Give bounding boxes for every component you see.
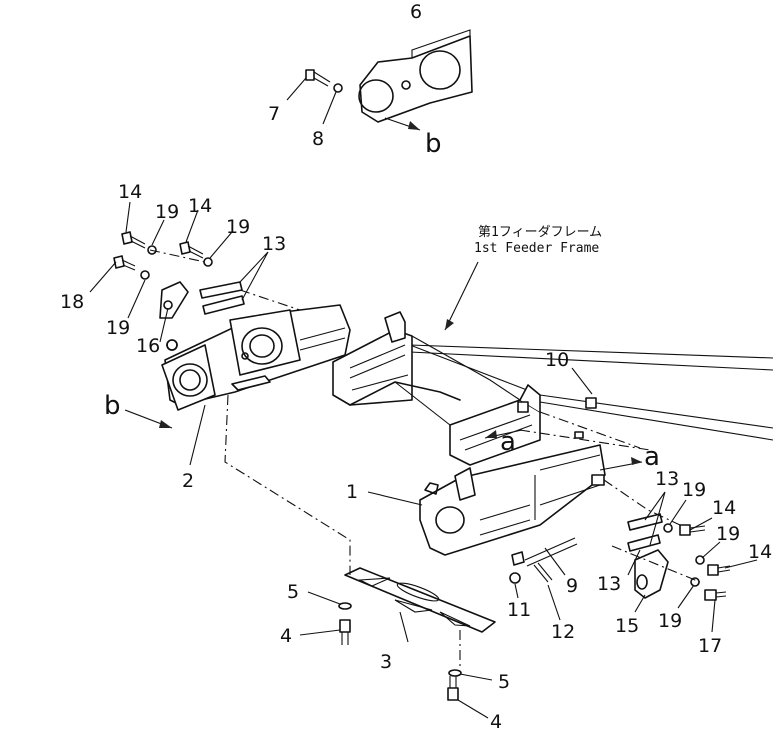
callout-14-right-b: 14 (748, 541, 772, 563)
view-letter-b-left: b (104, 391, 121, 421)
callout-19-right-a: 19 (682, 479, 706, 501)
callout-13-right-bottom: 13 (597, 573, 621, 595)
callout-13-left: 13 (262, 233, 286, 255)
callout-6: 6 (410, 1, 422, 23)
frame-label: 第1フィーダフレーム 1st Feeder Frame (474, 225, 602, 256)
center-bracket (332, 311, 584, 466)
callout-10: 10 (545, 349, 569, 371)
callout-19-left: 19 (106, 317, 130, 339)
callout-18: 18 (60, 291, 84, 313)
feeder-frame-outline (409, 344, 773, 441)
frame-label-japanese: 第1フィーダフレーム (478, 225, 602, 240)
callout-19-top-b: 19 (226, 216, 250, 238)
part-3-bottom-plate (344, 567, 496, 633)
callout-5-bottom: 5 (498, 671, 510, 693)
callout-1: 1 (346, 481, 358, 503)
callout-14-right-a: 14 (712, 497, 736, 519)
callout-7: 7 (268, 103, 280, 125)
callout-15: 15 (615, 615, 639, 637)
part-8-washer (333, 83, 343, 93)
callout-19-right-b: 19 (716, 523, 740, 545)
callout-2: 2 (182, 470, 194, 492)
callout-8: 8 (312, 128, 324, 150)
view-letter-b-upper: b (425, 129, 442, 159)
part-1-side-plate (419, 444, 606, 556)
center-lines (149, 249, 701, 668)
part-7-bolt (305, 69, 331, 87)
bolts (113, 231, 731, 701)
callout-11: 11 (507, 599, 531, 621)
view-letters: b b a a (104, 129, 660, 472)
view-letter-a-upper: a (500, 427, 516, 457)
part-15-bracket (634, 549, 669, 599)
callout-19-top-a: 19 (155, 201, 179, 223)
callout-5-left: 5 (287, 581, 299, 603)
leader-lines (89, 77, 758, 719)
part-6-cover-plate (358, 29, 473, 123)
part-16-bracket (159, 281, 189, 351)
callout-12: 12 (551, 621, 575, 643)
callout-numbers: 6 7 8 14 19 14 19 13 18 19 16 2 1 10 13 … (60, 1, 772, 731)
callout-16: 16 (136, 335, 160, 357)
callout-9: 9 (566, 575, 578, 597)
callout-4-bottom: 4 (490, 711, 502, 731)
callout-19-right-c: 19 (658, 610, 682, 632)
view-letter-a-lower: a (644, 442, 660, 472)
callout-4-left: 4 (280, 625, 292, 647)
part-2-side-plate (161, 304, 351, 411)
view-arrows (124, 117, 643, 471)
callout-14-top-a: 14 (118, 181, 142, 203)
callout-14-top-b: 14 (188, 195, 212, 217)
callout-17: 17 (698, 635, 722, 657)
callout-3: 3 (380, 651, 392, 673)
frame-label-english: 1st Feeder Frame (474, 241, 599, 256)
callout-13-right-top: 13 (655, 468, 679, 490)
